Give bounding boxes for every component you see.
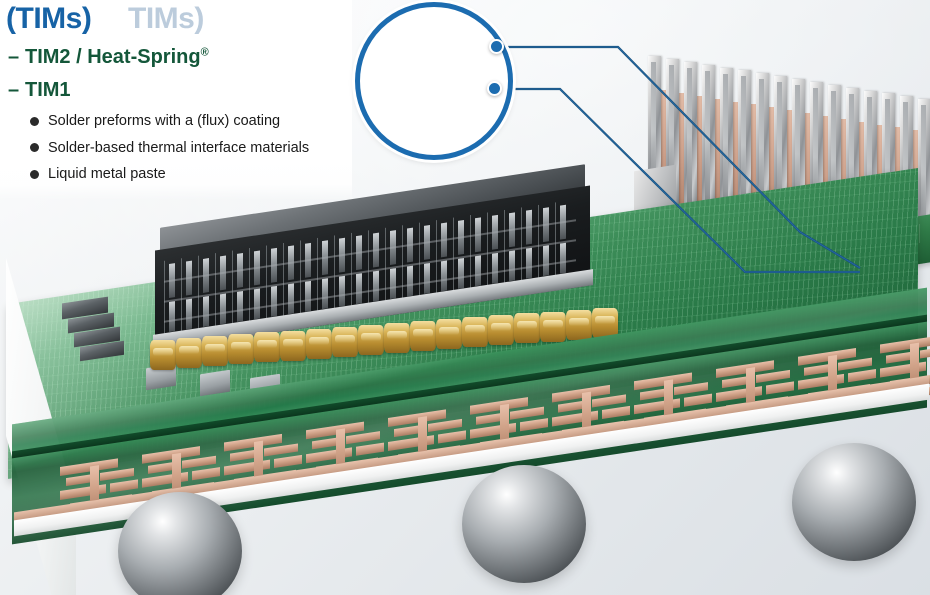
pcb-copper-trace [264,443,298,457]
pcb-copper-trace [520,418,548,432]
pcb-copper-trace [684,393,712,407]
pcb-copper-trace [346,431,380,445]
pcb-copper-trace [388,435,434,451]
heatsink-fin-inner [687,67,692,206]
press-fit-pin [358,324,384,355]
pcb-copper-trace [634,398,680,415]
press-fit-pin [228,334,254,365]
press-fit-pin [176,338,202,369]
pcb-copper-trace [60,484,106,501]
pcb-copper-trace [306,447,352,464]
registered-mark-icon: ® [200,46,209,59]
connector-pin [441,260,447,292]
pcb-copper-trace [920,345,930,359]
heading-tim2: –TIM2 / Heat-Spring® [0,46,209,69]
pcb-copper-trace [192,467,220,481]
bullet-dot-icon [30,143,39,153]
list-item-label: Solder preforms with a (flux) coating [48,113,281,129]
slide-title-row: (TIMs) TIMs) [0,0,400,40]
pcb-copper-trace [274,454,302,469]
connector-pin [509,250,515,282]
pcb-copper-trace [756,369,790,383]
pcb-copper-trace [100,467,134,482]
connector-pin [407,265,413,297]
page-title-ghost: TIMs) [128,2,204,35]
press-fit-pin [280,330,306,361]
list-item: Solder preforms with a (flux) coating [30,114,309,129]
list-item: Liquid metal paste [30,167,309,182]
press-fit-pin [514,313,540,344]
press-fit-pin [488,315,514,346]
inset-ring-border [355,2,513,160]
pcb-copper-trace [592,394,626,408]
heatsink-fin-inner [723,73,728,212]
connector-pin [458,257,464,289]
pcb-copper-trace [848,369,876,383]
pcb-copper-trace [798,373,844,390]
pcb-copper-trace [716,386,762,402]
press-fit-pin [592,307,618,338]
callout-dot-tim1[interactable] [489,39,504,54]
press-fit-pin [254,332,280,363]
heatsink-fin [684,61,697,212]
press-fit-pin [150,340,176,370]
heading-tim2-label: TIM2 / Heat-Spring [25,46,201,68]
bullet-dot-icon [30,169,39,179]
heading-dash: – [8,46,20,68]
pcb-copper-trace [438,430,466,444]
bga-solder-ball [462,465,586,583]
connector-pin [339,275,345,307]
press-fit-pin [566,309,592,340]
slide-text-block: (TIMs) TIMs) –TIM2 / Heat-Spring® –TIM1 … [0,0,400,181]
press-fit-pin [332,326,358,357]
pcb-copper-trace [356,442,384,456]
pcb-copper-trace [552,410,598,427]
pcb-copper-trace [602,405,630,420]
connector-pin [526,247,532,279]
bullet-list: Solder preforms with a (flux) coating So… [30,114,309,194]
pcb-copper-trace [880,361,926,378]
connector-pin [390,268,396,300]
callout-dot-tim2[interactable] [487,81,502,96]
list-item-label: Solder-based thermal interface materials [48,139,310,156]
heading-tim1-label: TIM1 [25,79,71,101]
bga-solder-ball [792,443,916,561]
connector-pin [322,278,328,310]
pcb-copper-trace [766,381,794,395]
pcb-copper-trace [470,422,516,439]
heatsink-fin-inner [705,70,710,209]
heatsink-fin [702,64,715,215]
connector-pin [492,252,498,284]
pcb-copper-trace [142,471,188,488]
connector-pin [356,273,362,305]
press-fit-pin [540,311,566,342]
pcb-copper-trace [428,418,462,433]
press-fit-pin [410,321,436,351]
connector-pin [475,255,481,287]
list-item: Solder-based thermal interface materials [30,139,310,156]
pcb-copper-trace [182,455,216,469]
pcb-copper-trace [110,479,138,493]
connector-pin [373,270,379,302]
connector-pin [560,242,566,274]
pcb-copper-trace [674,382,708,396]
heading-dash: – [8,79,20,101]
press-fit-pin [436,319,462,350]
press-fit-pin [202,336,228,367]
bullet-dot-icon [30,116,39,126]
pcb-copper-trace [224,459,270,476]
press-fit-pin [462,317,488,348]
pcb-copper-trace [510,406,544,420]
press-fit-pin [306,328,332,359]
press-fit-pin [384,322,410,353]
pcb-copper-trace [838,357,872,371]
connector-pin [424,263,430,294]
heading-tim1: –TIM1 [0,79,71,102]
connector-pin [543,245,549,277]
page-title: (TIMs) [6,2,92,35]
list-item-label: Liquid metal paste [48,166,166,182]
liquid-metal-photo-inset[interactable]: Liquid Metal [355,2,513,160]
